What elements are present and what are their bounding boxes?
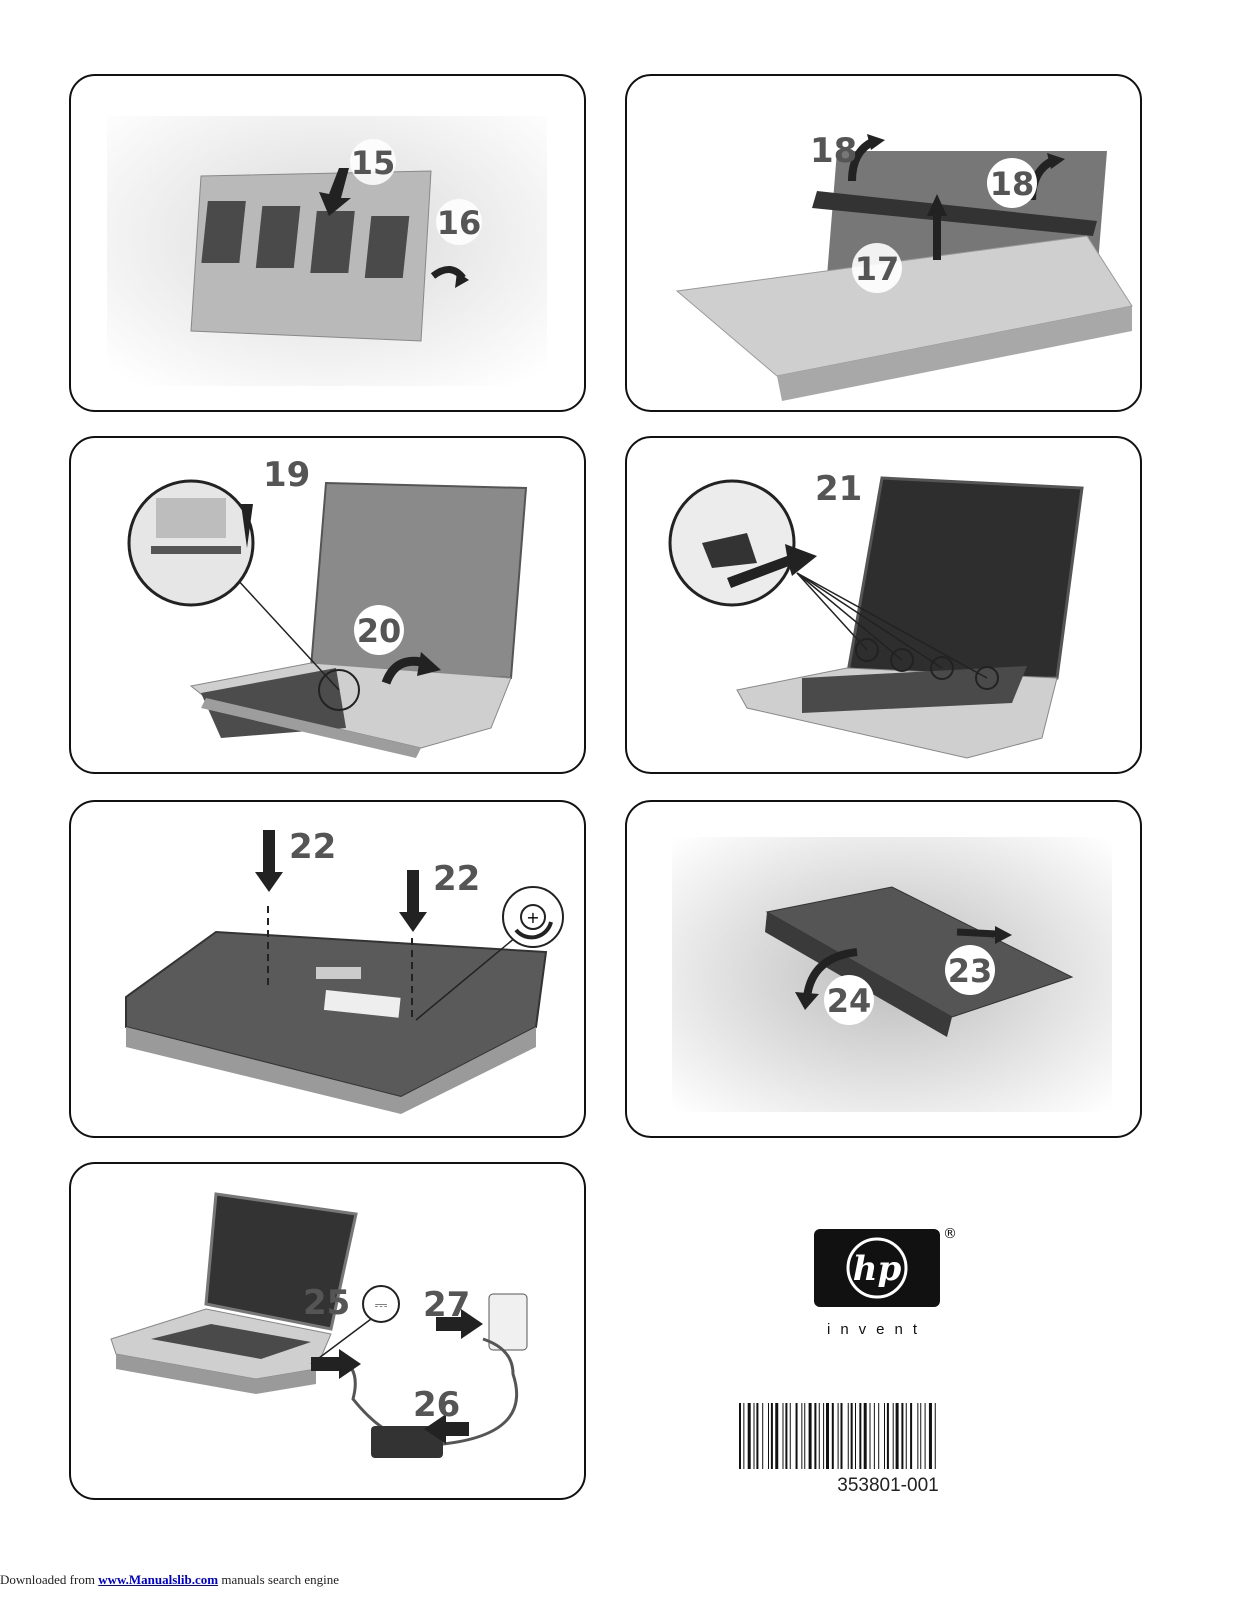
keyboard-cable-illustration: 19 20 <box>127 455 528 758</box>
logo-tagline: invent <box>826 1321 928 1338</box>
barcode-bar <box>823 1403 825 1469</box>
barcode-bar <box>886 1403 889 1469</box>
barcode-bar <box>859 1403 862 1469</box>
step-25: 25 <box>303 1283 350 1323</box>
barcode-bar <box>878 1403 880 1469</box>
barcode-bar <box>739 1403 741 1469</box>
panel-power-connection: ⎓ 25 26 27 <box>69 1162 586 1500</box>
barcode-bar <box>782 1403 784 1469</box>
manualslib-link[interactable]: www.Manualslib.com <box>98 1572 219 1587</box>
barcode-bar <box>840 1403 843 1469</box>
footer: Downloaded from www.Manualslib.com manua… <box>0 1572 339 1588</box>
barcode-bar <box>928 1403 932 1469</box>
barcode-bar <box>934 1403 936 1469</box>
barcode-bar <box>924 1403 926 1469</box>
barcode-bar <box>768 1403 769 1469</box>
step-16: 16 <box>437 204 482 242</box>
barcode-bar <box>808 1403 812 1469</box>
hp-logo-mark: hp <box>846 1237 908 1299</box>
step-26: 26 <box>413 1385 460 1425</box>
barcode-bar <box>863 1403 867 1469</box>
barcode-bar <box>818 1403 820 1469</box>
barcode-bar <box>910 1403 913 1469</box>
barcode-bar <box>756 1403 759 1469</box>
barcode-bar <box>905 1403 907 1469</box>
barcode-bar <box>801 1403 803 1469</box>
step-22-left: 22 <box>289 827 336 867</box>
barcode-bar <box>831 1403 834 1469</box>
barcode-bar <box>895 1403 899 1469</box>
step-23: 23 <box>948 952 993 990</box>
footer-prefix: Downloaded from <box>0 1572 99 1587</box>
keyboard-cover-illustration: 18 18 17 <box>675 131 1133 401</box>
footer-suffix: manuals search engine <box>218 1572 340 1587</box>
svg-text:hp: hp <box>853 1249 902 1289</box>
step-19: 19 <box>263 455 310 495</box>
panel-keyboard-cable: 19 20 <box>69 436 586 774</box>
barcode-bar <box>814 1403 817 1469</box>
part-number: 353801-001 <box>837 1475 939 1496</box>
panel-keyboard-cover: 18 18 17 <box>625 74 1142 412</box>
keyboard-screws-illustration: 21 <box>668 469 1084 759</box>
barcode-bar <box>901 1403 904 1469</box>
step-22-right: 22 <box>433 859 480 899</box>
step-17: 17 <box>855 250 900 288</box>
memory-module-illustration: 15 16 <box>107 116 547 386</box>
barcode-bar <box>743 1403 745 1469</box>
panel-bottom-screws: + 22 22 <box>69 800 586 1138</box>
registered-mark: ® <box>943 1226 957 1242</box>
step-27: 27 <box>423 1285 470 1325</box>
panel-keyboard-screws: 21 <box>625 436 1142 774</box>
press-arrow <box>319 168 351 216</box>
barcode-bar <box>804 1403 806 1469</box>
barcode-bar <box>789 1403 791 1469</box>
barcode-bar <box>869 1403 871 1469</box>
hp-logo: hp <box>814 1229 940 1307</box>
barcode-bar <box>884 1403 885 1469</box>
panel-memory-module: 15 16 <box>69 74 586 412</box>
barcode-bar <box>770 1403 773 1469</box>
svg-text:+: + <box>526 908 539 927</box>
step-18-left: 18 <box>810 131 857 171</box>
barcode-bar <box>850 1403 853 1469</box>
barcode-bar <box>920 1403 922 1469</box>
panel-battery: 23 24 <box>625 800 1142 1138</box>
barcode-bar <box>847 1403 849 1469</box>
barcode-bar <box>892 1403 894 1469</box>
barcode-bar <box>762 1403 764 1469</box>
step-24: 24 <box>827 982 872 1020</box>
barcode-bar <box>855 1403 856 1469</box>
step-20: 20 <box>357 612 402 650</box>
power-connection-illustration: ⎓ 25 26 27 <box>110 1192 528 1458</box>
barcode-bar <box>795 1403 798 1469</box>
bottom-screws-illustration: + 22 22 <box>125 827 564 1114</box>
step-21: 21 <box>815 469 862 509</box>
barcode-bar <box>873 1403 875 1469</box>
barcode <box>739 1403 936 1469</box>
barcode-bar <box>837 1403 839 1469</box>
battery-illustration: 23 24 <box>672 837 1112 1112</box>
step-15: 15 <box>351 144 396 182</box>
barcode-bar <box>775 1403 779 1469</box>
barcode-bar <box>917 1403 919 1469</box>
barcode-bar <box>785 1403 788 1469</box>
barcode-bar <box>753 1403 755 1469</box>
barcode-bar <box>747 1403 751 1469</box>
barcode-bar <box>826 1403 829 1469</box>
step-18-right: 18 <box>990 165 1035 203</box>
svg-text:⎓: ⎓ <box>375 1295 388 1314</box>
